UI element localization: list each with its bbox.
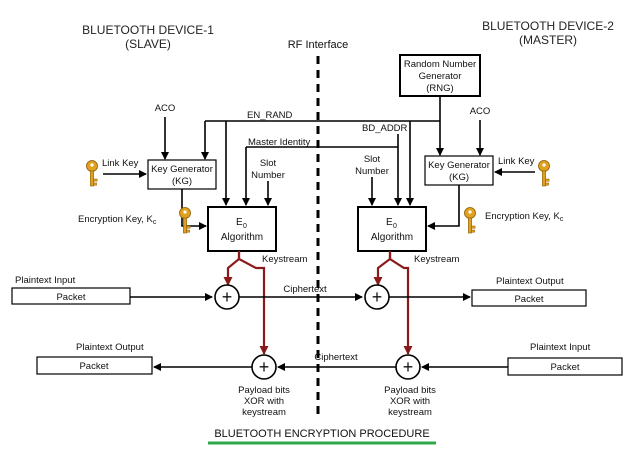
kg2-to-e0 — [427, 185, 460, 230]
key-icon — [538, 160, 550, 187]
packet-box-2 — [471, 289, 587, 307]
e0-algo-1: Algorithm — [221, 232, 263, 243]
kg1-label-1: Key Generator — [151, 164, 213, 175]
aco-label-1: ACO — [155, 103, 176, 114]
plaintext-input-label-2: Plaintext Input — [530, 342, 591, 353]
number-label-2: Number — [355, 166, 389, 177]
keystream-label-1: Keystream — [262, 254, 307, 265]
en-rand-label: EN_RAND — [247, 110, 293, 121]
rng-label-1: Random Number — [404, 59, 476, 70]
payload1-line1: Payload bits — [238, 385, 290, 396]
plaintext-input-label-1: Plaintext Input — [15, 275, 76, 286]
enc-key-label-1: Encryption Key, Kc — [78, 214, 157, 226]
e0-name-1: E — [236, 217, 243, 228]
keystream-arrow-1a — [223, 251, 241, 286]
payload2-line1: Payload bits — [384, 385, 436, 396]
e0-sub-1: 0 — [243, 223, 247, 230]
e0-algorithm-1 — [207, 206, 277, 252]
enc-key-label-2: Encryption Key, Kc — [485, 211, 564, 223]
caption: BLUETOOTH ENCRYPTION PROCEDURE — [214, 428, 429, 440]
payload2-line2: XOR with — [390, 396, 430, 407]
rf-interface-label: RF Interface — [288, 39, 349, 51]
keystream-arrow-2b — [388, 251, 413, 355]
packet-label-2: Packet — [514, 294, 543, 305]
bd-addr-label: BD_ADDR — [362, 123, 408, 134]
master-identity-label: Master Identity — [248, 137, 311, 148]
xor-symbol-2: + — [372, 287, 383, 307]
e0-algo-2: Algorithm — [371, 232, 413, 243]
slot-label-1: Slot — [260, 158, 277, 169]
kg1-label-2: (KG) — [172, 176, 192, 187]
payload1-line3: keystream — [242, 407, 286, 418]
xor-symbol-1: + — [222, 287, 233, 307]
device2-name: BLUETOOTH DEVICE-2 — [482, 19, 614, 33]
link-key-label-2: Link Key — [498, 156, 535, 167]
e0-name-2: E — [386, 217, 393, 228]
keystream-arrow-2a — [373, 251, 392, 286]
keystream-arrow-1b — [237, 251, 269, 355]
kg1-to-e0 — [181, 189, 207, 230]
device2-role: (MASTER) — [519, 33, 577, 47]
payload2-line3: keystream — [388, 407, 432, 418]
plaintext-output-label-1: Plaintext Output — [496, 276, 564, 287]
device1-name: BLUETOOTH DEVICE-1 — [82, 23, 214, 37]
plaintext-output-label-2: Plaintext Output — [76, 342, 144, 353]
slot-label-2: Slot — [364, 154, 381, 165]
packet-box-4 — [36, 356, 153, 375]
device1-role: (SLAVE) — [125, 37, 171, 51]
ciphertext-label-1: Ciphertext — [283, 284, 327, 295]
key-icon — [179, 207, 191, 234]
kg2-label-2: (KG) — [449, 172, 469, 183]
xor-symbol-3: + — [259, 357, 270, 377]
xor-symbol-4: + — [403, 357, 414, 377]
ciphertext-label-2: Ciphertext — [314, 352, 358, 363]
key-icon — [86, 160, 98, 187]
packet-label-1: Packet — [56, 292, 85, 303]
rng-label-2: Generator — [419, 71, 462, 82]
kg2-label-1: Key Generator — [428, 160, 490, 171]
packet-box-1 — [11, 287, 131, 305]
aco-label-2: ACO — [470, 106, 491, 117]
e0-sub-2: 0 — [393, 223, 397, 230]
packet-label-3: Packet — [550, 362, 579, 373]
packet-label-4: Packet — [79, 361, 108, 372]
rng-label-3: (RNG) — [426, 83, 453, 94]
e0-algorithm-2 — [357, 206, 427, 252]
keystream-label-2: Keystream — [414, 254, 459, 265]
payload1-line2: XOR with — [244, 396, 284, 407]
link-key-label-1: Link Key — [102, 158, 139, 169]
key-icon — [464, 207, 476, 234]
rng-box — [399, 54, 481, 97]
number-label-1: Number — [251, 170, 285, 181]
